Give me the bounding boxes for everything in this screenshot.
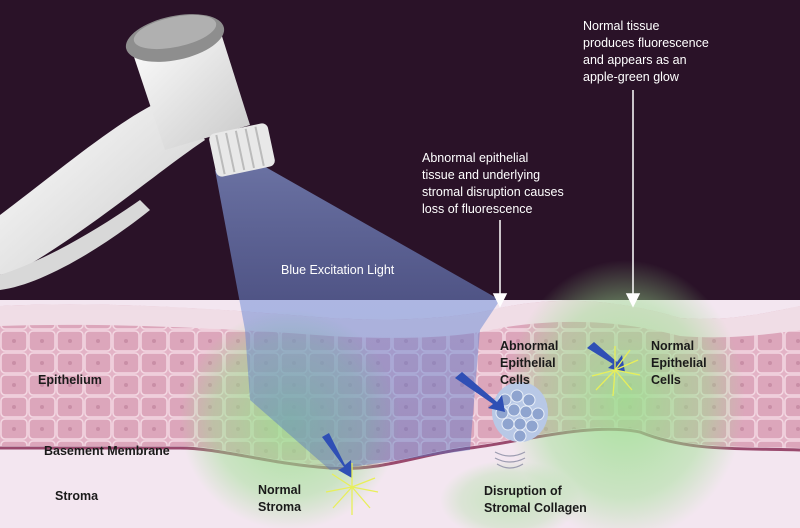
abnormal-cells-label: Abnormal Epithelial Cells bbox=[500, 338, 558, 389]
normal-stroma-label: Normal Stroma bbox=[258, 482, 301, 516]
note-line: produces fluorescence bbox=[583, 36, 709, 50]
note-line: apple-green glow bbox=[583, 70, 679, 84]
illumination-device bbox=[0, 14, 275, 290]
label-line: Epithelial bbox=[500, 356, 556, 370]
green-glow-right bbox=[505, 260, 745, 528]
blue-excitation-beam bbox=[215, 165, 500, 470]
normal-note: Normal tissue produces fluorescence and … bbox=[583, 18, 709, 86]
label-line: Normal bbox=[258, 483, 302, 497]
label-line: Abnormal bbox=[500, 339, 559, 353]
note-line: tissue and underlying bbox=[422, 168, 541, 182]
note-line: loss of fluorescence bbox=[422, 202, 533, 216]
label-line: Cells bbox=[500, 373, 530, 387]
abnormal-cell-cluster bbox=[492, 382, 548, 443]
collagen-label: Disruption of Stromal Collagen bbox=[484, 483, 587, 517]
label-line: Stromal Collagen bbox=[484, 501, 587, 515]
label-line: Cells bbox=[651, 373, 681, 387]
label-line: Normal bbox=[651, 339, 695, 353]
epithelium-label: Epithelium bbox=[38, 373, 102, 387]
note-line: stromal disruption causes bbox=[422, 185, 564, 199]
note-line: Abnormal epithelial bbox=[422, 151, 529, 165]
fluorescence-rays-icon bbox=[325, 346, 641, 515]
collagen-disruption-lines bbox=[494, 451, 526, 469]
note-line: Normal tissue bbox=[583, 19, 660, 33]
label-line: Stroma bbox=[258, 500, 302, 514]
label-line: Disruption of bbox=[484, 484, 562, 498]
blue-light-label: Blue Excitation Light bbox=[281, 263, 395, 277]
abnormal-note: Abnormal epithelial tissue and underlyin… bbox=[422, 150, 564, 218]
basement-membrane-label: Basement Membrane bbox=[44, 444, 170, 458]
normal-cells-label: Normal Epithelial Cells bbox=[651, 338, 707, 389]
pointer-arrow-icons bbox=[492, 90, 641, 308]
label-line: Epithelial bbox=[651, 356, 707, 370]
stroma-label: Stroma bbox=[55, 489, 99, 503]
note-line: and appears as an bbox=[583, 53, 687, 67]
